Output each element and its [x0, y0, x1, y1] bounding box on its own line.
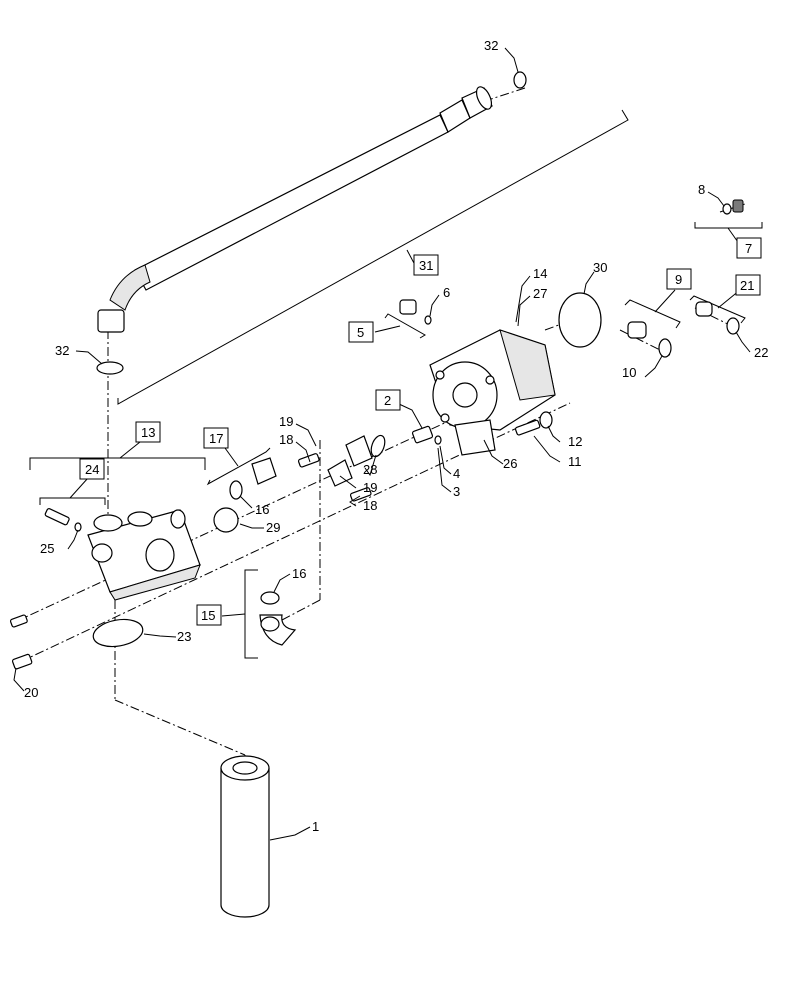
callout-23: 23 [177, 629, 191, 644]
callout-2: 2 [384, 393, 391, 408]
o-rings [74, 71, 740, 648]
callout-16-bottom: 16 [292, 566, 306, 581]
callout-30: 30 [593, 260, 607, 275]
callout-25: 25 [40, 541, 54, 556]
callout-12: 12 [568, 434, 582, 449]
hose-assembly [97, 86, 493, 333]
callout-6: 6 [443, 285, 450, 300]
filter-element [220, 755, 270, 918]
callout-26: 26 [503, 456, 517, 471]
callout-18-top: 18 [279, 432, 293, 447]
callout-15: 15 [201, 608, 215, 623]
callout-24: 24 [85, 462, 99, 477]
callout-1: 1 [312, 819, 319, 834]
callout-7: 7 [745, 241, 752, 256]
callout-4: 4 [453, 466, 460, 481]
callout-27: 27 [533, 286, 547, 301]
callout-16-top: 16 [255, 502, 269, 517]
fittings [9, 199, 744, 670]
callout-8: 8 [698, 182, 705, 197]
callout-22: 22 [754, 345, 768, 360]
callout-29: 29 [266, 520, 280, 535]
filter-head [87, 509, 201, 601]
pump [429, 329, 556, 456]
callout-3: 3 [453, 484, 460, 499]
callout-31: 31 [419, 258, 433, 273]
callout-32-left: 32 [55, 343, 69, 358]
callout-labels: 32 32 31 8 7 9 21 30 14 27 6 5 22 10 2 1… [24, 38, 768, 834]
callout-20: 20 [24, 685, 38, 700]
callout-28: 28 [363, 462, 377, 477]
callout-13: 13 [141, 425, 155, 440]
callout-boxes [79, 237, 762, 626]
callout-21: 21 [740, 278, 754, 293]
callout-9: 9 [675, 272, 682, 287]
group-brackets [29, 109, 763, 659]
callout-19-top: 19 [279, 414, 293, 429]
callout-5: 5 [357, 325, 364, 340]
callout-32-top: 32 [484, 38, 498, 53]
callout-11: 11 [568, 454, 582, 469]
callout-19-bottom: 19 [363, 480, 377, 495]
callout-14: 14 [533, 266, 547, 281]
callout-10: 10 [622, 365, 636, 380]
callout-17: 17 [209, 431, 223, 446]
callout-18-bottom: 18 [363, 498, 377, 513]
centerlines [14, 87, 746, 760]
leader-lines [13, 47, 751, 841]
